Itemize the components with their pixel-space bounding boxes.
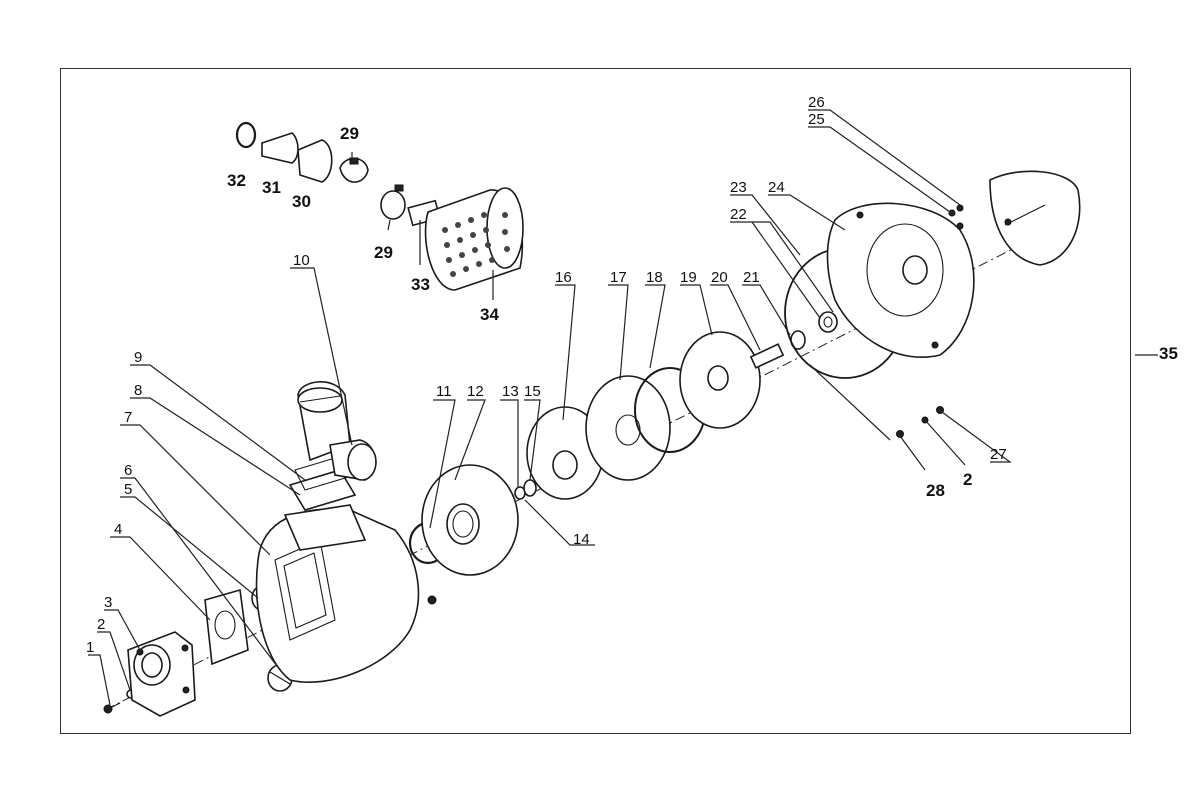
part-24-back-plate (826, 202, 975, 358)
engine-cover (989, 170, 1081, 266)
part-20-shaft-sleeve (749, 343, 785, 369)
label-11: 11 (436, 383, 452, 400)
label-30: 30 (292, 192, 311, 211)
part-25-26-screws (948, 204, 964, 217)
part-22-bearing (818, 311, 838, 333)
leader-lines (88, 109, 1158, 706)
part-31-hose-nipple (261, 132, 299, 164)
part-3-flange (127, 631, 196, 717)
label-9: 9 (134, 349, 142, 366)
part-4-gasket (204, 588, 249, 666)
label-4: 4 (114, 521, 122, 538)
part-27-bolt (936, 406, 944, 414)
label-18: 18 (646, 269, 663, 286)
label-29-lower: 29 (374, 243, 393, 262)
part-30-coupling (297, 139, 333, 183)
label-5: 5 (124, 481, 132, 498)
label-34: 34 (480, 305, 499, 324)
label-16: 16 (555, 269, 572, 286)
label-3: 3 (104, 594, 112, 611)
part-19-plate (679, 331, 761, 429)
part-7-pump-casing (255, 504, 437, 684)
label-10: 10 (293, 252, 310, 269)
label-14: 14 (573, 531, 590, 548)
label-19: 19 (680, 269, 697, 286)
label-31: 31 (262, 178, 281, 197)
part-16-disc (526, 406, 604, 500)
part-10-inlet-elbow (297, 381, 377, 481)
label-17: 17 (610, 269, 627, 286)
label-2-right: 2 (963, 470, 972, 489)
label-6: 6 (124, 462, 132, 479)
part-17-impeller (585, 375, 671, 481)
part-28-bolt (896, 416, 929, 438)
label-7: 7 (124, 409, 132, 426)
label-23: 23 (730, 179, 747, 196)
label-2: 2 (97, 616, 105, 633)
part-33-34-strainer (407, 187, 524, 291)
label-20: 20 (711, 269, 728, 286)
label-33: 33 (411, 275, 430, 294)
label-1: 1 (86, 639, 94, 656)
label-32: 32 (227, 171, 246, 190)
part-29-clamp-lower (380, 184, 406, 220)
label-29-top: 29 (340, 124, 359, 143)
diagram-frame (60, 68, 1131, 734)
label-22: 22 (730, 206, 747, 223)
label-12: 12 (467, 383, 484, 400)
part-29-clamp-top (339, 157, 369, 183)
label-13: 13 (502, 383, 519, 400)
part-32-washer (235, 121, 257, 149)
part-12-volute (421, 464, 519, 576)
part-labels: 1 2 3 4 5 6 7 8 9 10 11 12 13 14 15 16 1… (86, 94, 1178, 656)
label-28: 28 (926, 481, 945, 500)
label-15: 15 (524, 383, 541, 400)
part-15-washer (523, 479, 537, 497)
label-26: 26 (808, 94, 825, 111)
label-25: 25 (808, 111, 825, 128)
label-21: 21 (743, 269, 760, 286)
label-35: 35 (1159, 344, 1178, 363)
label-27: 27 (990, 446, 1007, 463)
label-24: 24 (768, 179, 785, 196)
part-1-bolt (103, 702, 121, 714)
label-8: 8 (134, 382, 142, 399)
